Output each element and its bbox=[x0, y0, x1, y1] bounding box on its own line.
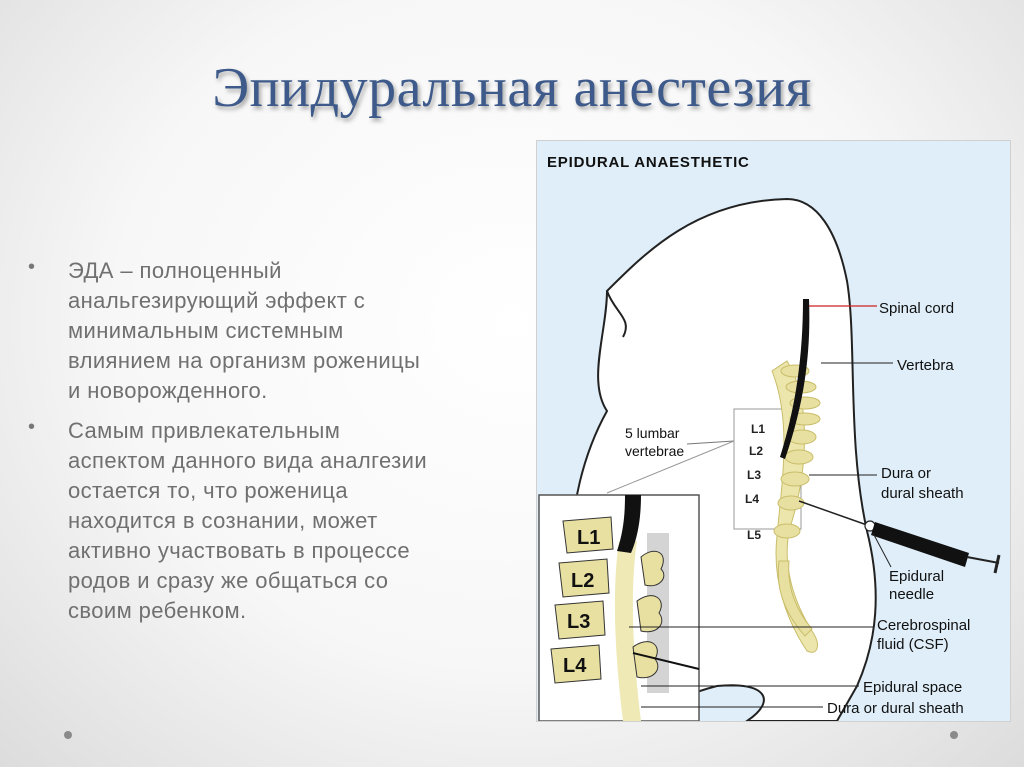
dura-label: dural sheath bbox=[881, 485, 964, 502]
spinal-cord bbox=[780, 299, 810, 459]
csf-label: fluid (CSF) bbox=[877, 636, 949, 653]
needle-label: Epidural bbox=[889, 568, 944, 585]
syringe-plunger bbox=[966, 556, 1000, 564]
bullet-dot-icon: • bbox=[28, 416, 36, 438]
epidural-space-label: Epidural space bbox=[863, 679, 962, 696]
bullet-list: • ЭДА – полноценный анальгезирующий эффе… bbox=[28, 256, 528, 636]
inset-vertebra bbox=[550, 644, 602, 684]
inset-vertebra bbox=[554, 600, 606, 640]
vertebra-shape bbox=[777, 495, 805, 511]
pointer-line bbox=[686, 440, 735, 445]
needle-label: needle bbox=[889, 586, 934, 603]
needle-shaft bbox=[798, 500, 868, 526]
lumbar-label: 5 lumbar bbox=[625, 425, 680, 441]
vertebra-label-text: Vertebra bbox=[897, 357, 954, 374]
inset-vertebra-label: L4 bbox=[563, 655, 587, 677]
epidural-diagram: EPIDURAL ANAESTHETIC L1 L2 L3 L4 L5 5 lu… bbox=[536, 140, 1011, 722]
vertebra-label: L1 bbox=[751, 422, 765, 436]
bullet-text: Самым привлекательным аспектом данного в… bbox=[68, 418, 428, 623]
syringe-plunger-cap bbox=[993, 554, 1001, 574]
dura-sheath-label: Dura or dural sheath bbox=[827, 700, 964, 717]
bullet-text: ЭДА – полноценный анальгезирующий эффект… bbox=[68, 258, 421, 403]
vertebra-shape bbox=[780, 471, 810, 487]
sacrum-shape bbox=[777, 560, 813, 637]
syringe-body bbox=[871, 522, 969, 567]
spinal-cord-label: Spinal cord bbox=[879, 300, 954, 317]
slide-title: Эпидуральная анестезия bbox=[212, 57, 812, 119]
pointer-line bbox=[872, 532, 892, 568]
body-contour bbox=[606, 290, 627, 338]
inset-csf bbox=[614, 541, 641, 721]
vertebra-label: L5 bbox=[747, 528, 761, 542]
inset-process bbox=[636, 595, 663, 633]
vertebra-label: L3 bbox=[747, 468, 761, 482]
inset-vertebra-label: L3 bbox=[567, 611, 590, 633]
inset-vertebra-label: L2 bbox=[571, 570, 594, 592]
bullet-item: • ЭДА – полноценный анальгезирующий эффе… bbox=[28, 256, 528, 406]
inset-spinal-cord bbox=[617, 495, 641, 553]
corner-dot-icon bbox=[64, 731, 72, 739]
vertebra-shape bbox=[773, 523, 801, 539]
diagram-heading: EPIDURAL ANAESTHETIC bbox=[547, 154, 750, 171]
bullet-item: • Самым привлекательным аспектом данного… bbox=[28, 416, 528, 626]
vertebra-shape bbox=[784, 449, 814, 465]
dura-label: Dura or bbox=[881, 465, 931, 482]
vertebra-label: L4 bbox=[745, 492, 759, 506]
vertebra-label: L2 bbox=[749, 444, 763, 458]
csf-label: Cerebrospinal bbox=[877, 617, 970, 634]
inset-vertebra-label: L1 bbox=[577, 527, 600, 549]
inset-connector bbox=[606, 440, 735, 494]
epidural-diagram-svg: EPIDURAL ANAESTHETIC L1 L2 L3 L4 L5 5 lu… bbox=[537, 141, 1010, 721]
lumbar-label: vertebrae bbox=[625, 443, 684, 459]
inset-needle bbox=[632, 652, 700, 670]
inset-vertebra bbox=[558, 558, 610, 598]
inset-vertebra bbox=[562, 516, 614, 554]
bullet-dot-icon: • bbox=[28, 256, 36, 278]
inset-process bbox=[640, 550, 665, 587]
corner-dot-icon bbox=[950, 731, 958, 739]
inset-process bbox=[632, 641, 659, 679]
